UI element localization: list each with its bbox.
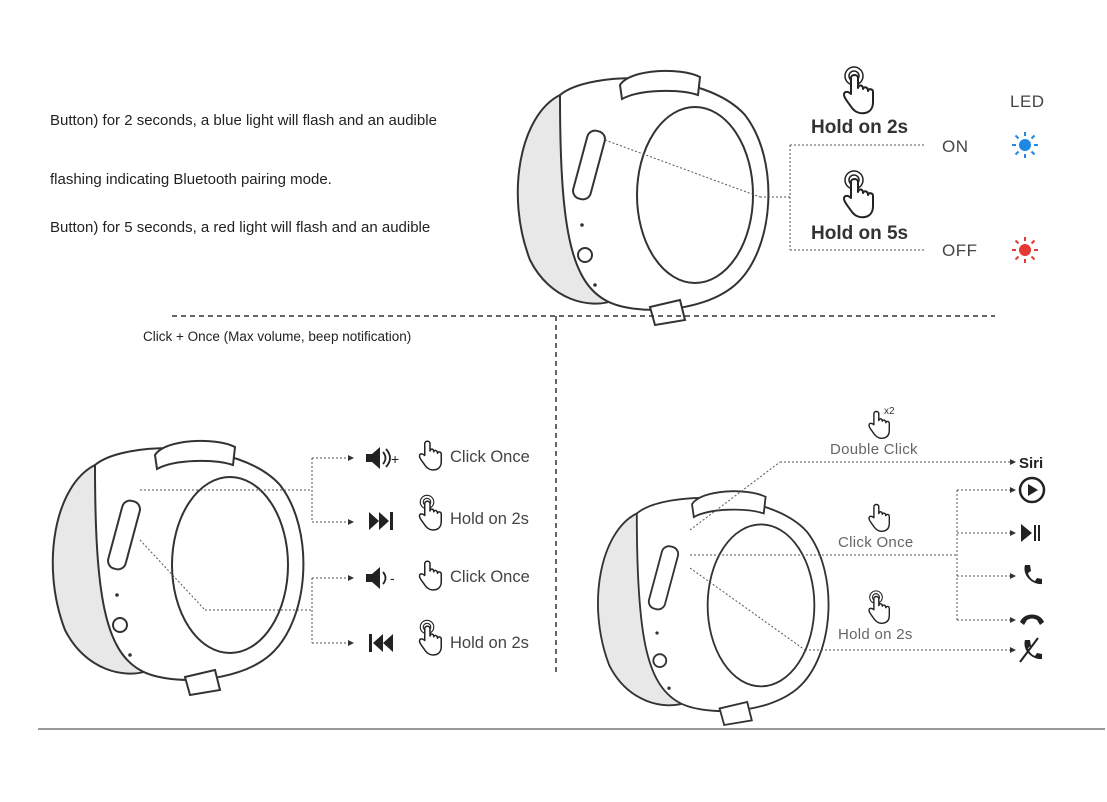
- right-connectors: [689, 461, 1012, 651]
- previous-track-icon: [369, 634, 393, 652]
- hand-hold-2s-icon: [868, 590, 890, 624]
- volume-down-icon: -: [366, 567, 395, 589]
- instruction-line: Button) for 5 seconds, a red light will …: [50, 219, 431, 236]
- action-label: Click Once: [450, 568, 530, 586]
- action-label: Hold on 5s: [811, 223, 909, 244]
- volume-up-icon: +: [366, 447, 399, 469]
- right-arrowheads: [1010, 459, 1016, 653]
- hand-hold-2s-icon: [843, 66, 874, 115]
- action-label: Click Once: [450, 448, 530, 466]
- hand-hold-2s-icon: [418, 494, 442, 531]
- hand-hold-5s-icon: [843, 170, 874, 219]
- left-connectors: [139, 457, 350, 644]
- action-label: Hold on 2s: [450, 510, 529, 528]
- left-arrowheads: [348, 455, 354, 646]
- double-click-badge: x2: [884, 406, 895, 417]
- gesture-label: Click Once: [838, 534, 914, 551]
- svg-text:-: -: [390, 570, 395, 586]
- action-label: Hold on 2s: [450, 634, 529, 652]
- next-track-icon: [369, 512, 393, 530]
- headphone-right-image: [597, 490, 830, 726]
- top-connectors: [604, 139, 925, 251]
- hand-click-once-icon: [868, 503, 890, 532]
- gesture-label: Hold on 2s: [838, 626, 913, 643]
- volume-note: Click + Once (Max volume, beep notificat…: [143, 329, 412, 344]
- instruction-line: Button) for 2 seconds, a blue light will…: [50, 112, 437, 129]
- answer-call-icon: [1024, 565, 1042, 585]
- play-pause-icon: [1021, 524, 1040, 542]
- hand-click-once-icon: [418, 560, 442, 591]
- action-label: Hold on 2s: [811, 117, 909, 138]
- led-state-label: OFF: [942, 241, 978, 260]
- hang-up-icon: [1020, 614, 1044, 625]
- gesture-label: Double Click: [830, 441, 918, 458]
- led-blue-icon: [1012, 132, 1038, 158]
- play-icon: [1018, 476, 1046, 504]
- led-header: LED: [1010, 92, 1045, 111]
- led-state-label: ON: [942, 137, 969, 156]
- siri-label: Siri: [1019, 455, 1044, 472]
- headphone-top-image: [516, 69, 770, 326]
- instruction-line: flashing indicating Bluetooth pairing mo…: [50, 171, 332, 188]
- reject-call-icon: [1019, 637, 1042, 663]
- hand-click-once-icon: [418, 440, 442, 471]
- headphone-left-image: [51, 439, 305, 696]
- svg-text:+: +: [391, 451, 399, 467]
- led-red-icon: [1012, 237, 1038, 263]
- hand-hold-2s-icon: [418, 619, 442, 656]
